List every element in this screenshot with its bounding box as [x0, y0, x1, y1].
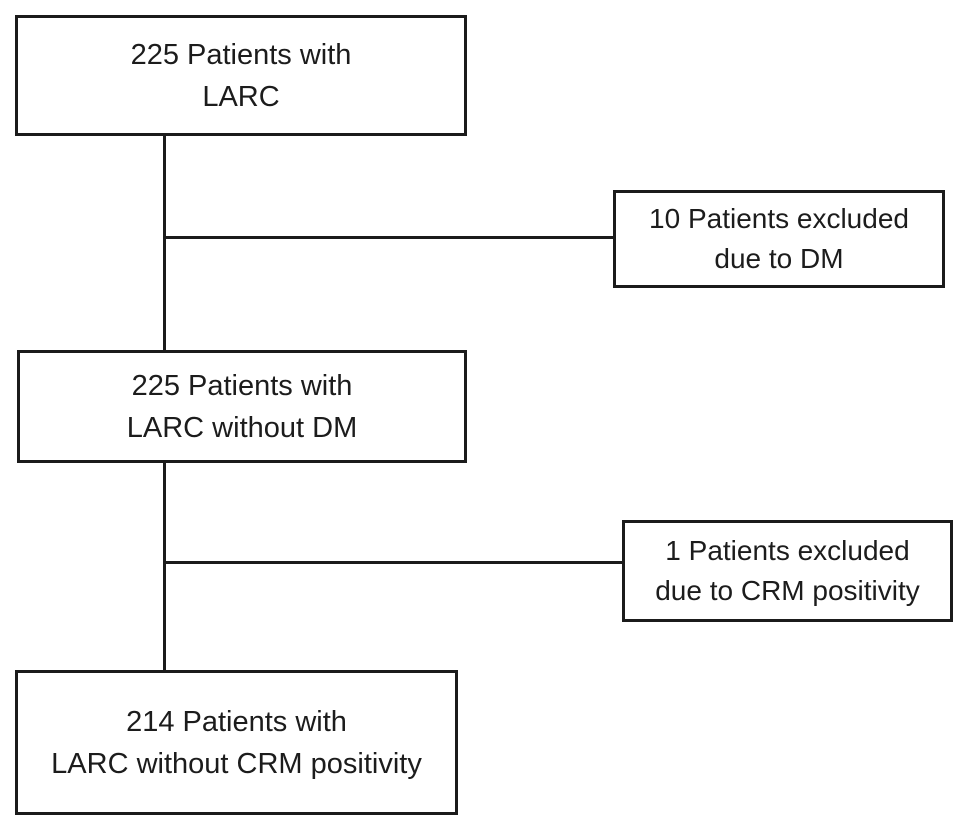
- node-text-line: LARC without DM: [126, 411, 358, 444]
- node-text-line: LARC: [202, 80, 280, 113]
- connector-branch-excluded-dm: [163, 236, 613, 239]
- node-text-line: 10 Patients excluded: [649, 203, 909, 234]
- connector-larc-to-larc-no-dm: [163, 136, 166, 350]
- node-patients-larc-without-crm: 214 Patients with LARC without CRM posit…: [15, 670, 458, 815]
- node-patients-larc: 225 Patients with LARC: [15, 15, 467, 136]
- node-text-line: due to DM: [714, 243, 844, 274]
- node-text-line: 1 Patients excluded: [665, 535, 910, 566]
- node-excluded-dm: 10 Patients excluded due to DM: [613, 190, 945, 288]
- node-text-line: due to CRM positivity: [655, 575, 920, 606]
- node-text-line: 225 Patients with: [130, 38, 352, 71]
- node-excluded-crm-positivity: 1 Patients excluded due to CRM positivit…: [622, 520, 953, 622]
- node-text-line: LARC without CRM positivity: [51, 747, 422, 780]
- node-text-line: 214 Patients with: [126, 705, 347, 738]
- node-patients-larc-without-dm: 225 Patients with LARC without DM: [17, 350, 467, 463]
- node-text-line: 225 Patients with: [131, 369, 353, 402]
- connector-branch-excluded-crm: [163, 561, 622, 564]
- connector-larc-no-dm-to-larc-no-crm: [163, 463, 166, 670]
